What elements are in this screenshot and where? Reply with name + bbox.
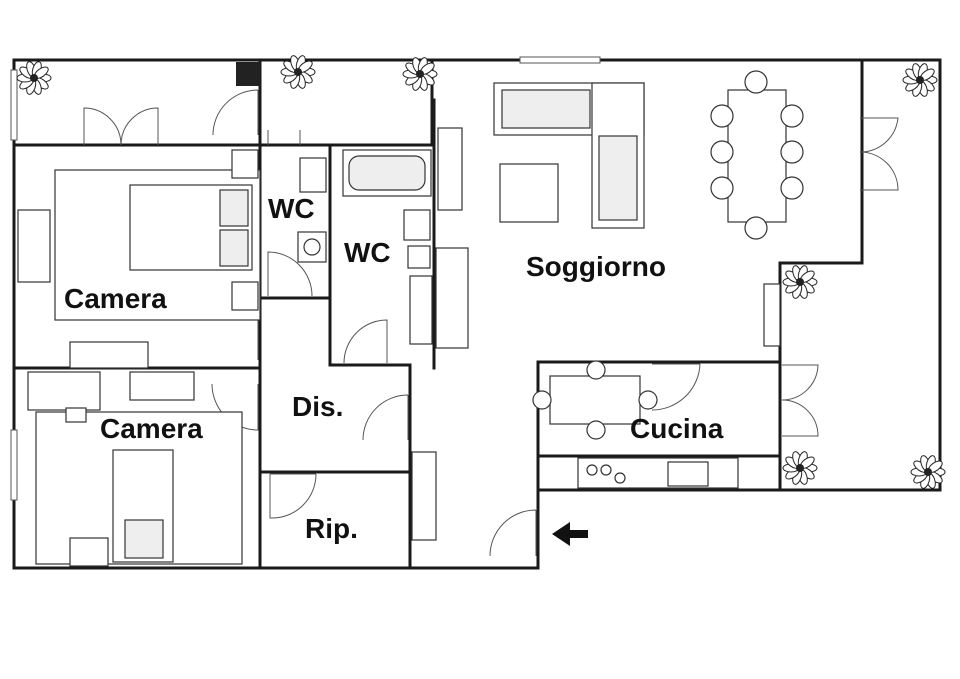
plant-icon: [16, 61, 52, 95]
furniture-living: [411, 70, 804, 541]
plants: [16, 55, 946, 489]
furniture-bedroom-1: [17, 149, 261, 369]
plant-icon: [402, 57, 438, 91]
room-label-cucina: Cucina: [630, 413, 724, 444]
plant-icon: [902, 63, 938, 97]
room-label-dis: Dis.: [292, 391, 343, 422]
furniture-bedroom-2: [27, 371, 243, 567]
room-label-camera-1: Camera: [64, 283, 167, 314]
room-label-wc-1: WC: [268, 193, 315, 224]
room-label-wc-2: WC: [344, 237, 391, 268]
room-label-rip: Rip.: [305, 513, 358, 544]
furniture-bathrooms: [297, 149, 433, 345]
plant-icon: [280, 55, 316, 89]
room-label-camera-2: Camera: [100, 413, 203, 444]
windows: [10, 56, 601, 501]
room-label-soggiorno: Soggiorno: [526, 251, 666, 282]
furniture-kitchen: [532, 360, 739, 489]
arrow-left-icon: [552, 522, 588, 546]
plant-icon: [910, 455, 946, 489]
plant-icon: [782, 451, 818, 485]
plant-icon: [782, 265, 818, 299]
planter-icon: [236, 62, 260, 86]
